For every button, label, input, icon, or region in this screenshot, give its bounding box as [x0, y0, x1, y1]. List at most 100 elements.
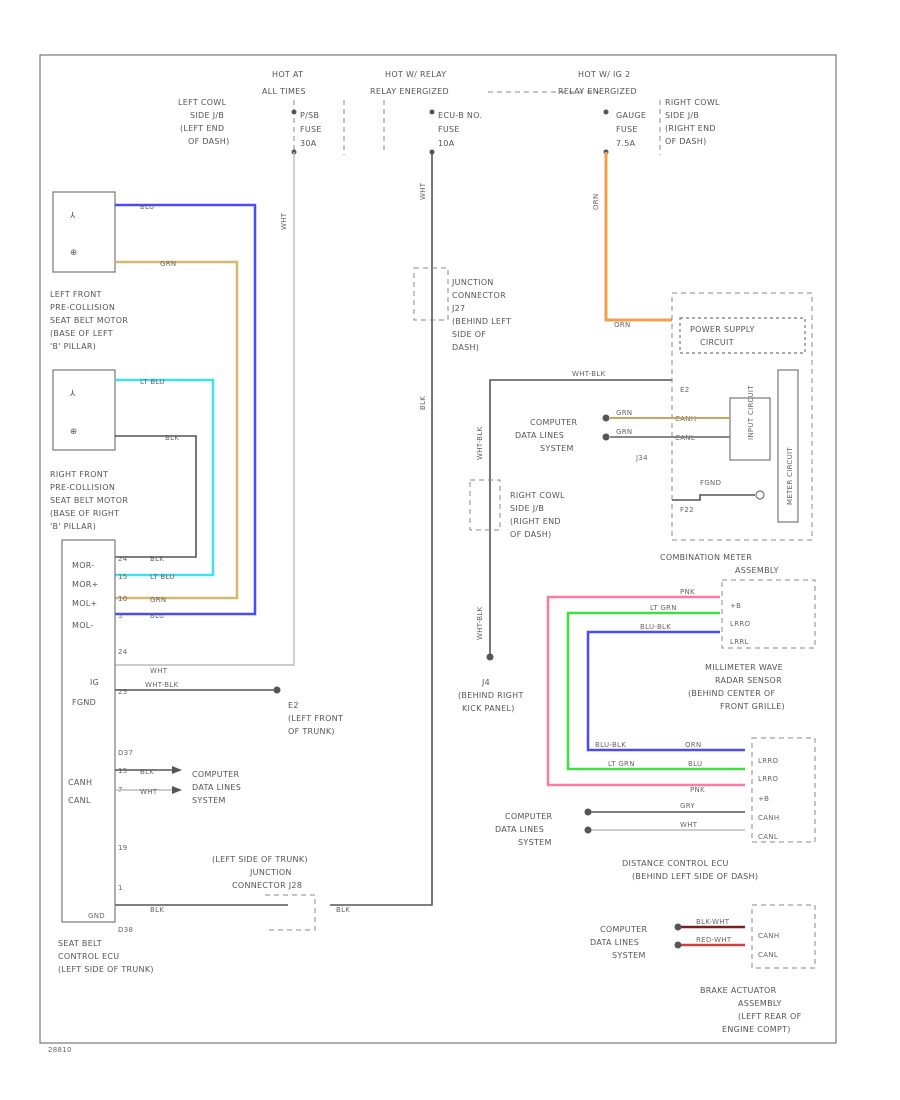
svg-text:GND: GND — [88, 912, 105, 920]
svg-text:(BEHIND LEFT SIDE OF DASH): (BEHIND LEFT SIDE OF DASH) — [632, 872, 758, 881]
fuse-3-name: GAUGE — [616, 111, 646, 120]
millimeter-wave-radar-sensor: +B LRRO LRRL MILLIMETER WAVE RADAR SENSO… — [688, 579, 816, 711]
svg-text:RIGHT COWL: RIGHT COWL — [510, 491, 565, 500]
svg-text:SIDE J/B: SIDE J/B — [665, 111, 699, 120]
svg-text:OF DASH): OF DASH) — [665, 137, 707, 146]
computer-data-lines-2: COMPUTER DATA LINES SYSTEM — [515, 418, 578, 453]
svg-text:WHT: WHT — [280, 212, 288, 230]
svg-text:+B: +B — [758, 795, 769, 803]
svg-text:BRAKE ACTUATOR: BRAKE ACTUATOR — [700, 986, 777, 995]
svg-text:WHT: WHT — [140, 788, 158, 796]
svg-text:LRRO: LRRO — [758, 757, 779, 765]
svg-text:LT BLU: LT BLU — [150, 573, 175, 581]
svg-text:DATA LINES: DATA LINES — [495, 825, 544, 834]
svg-text:SIDE J/B: SIDE J/B — [190, 111, 224, 120]
right-cowl-jb-mid: RIGHT COWL SIDE J/B (RIGHT END OF DASH) — [469, 479, 565, 539]
svg-text:BLU: BLU — [150, 612, 164, 620]
svg-text:COMPUTER: COMPUTER — [530, 418, 578, 427]
svg-text:BLK: BLK — [150, 555, 164, 563]
svg-text:GRN: GRN — [160, 260, 176, 268]
svg-text:BLK: BLK — [165, 434, 179, 442]
svg-text:CANH: CANH — [758, 932, 779, 940]
fuse-3-type: FUSE — [616, 125, 638, 134]
right-cowl-jb-top-label: RIGHT COWL SIDE J/B (RIGHT END OF DASH) — [665, 98, 720, 146]
svg-text:24: 24 — [118, 648, 128, 656]
svg-text:ASSEMBLY: ASSEMBLY — [735, 566, 779, 575]
svg-text:(BASE OF RIGHT: (BASE OF RIGHT — [50, 509, 119, 518]
svg-text:IG: IG — [90, 678, 99, 687]
svg-text:PRE-COLLISION: PRE-COLLISION — [50, 483, 115, 492]
svg-text:D38: D38 — [118, 926, 133, 934]
fuse-1: HOT AT ALL TIMES P/SB FUSE 30A — [262, 70, 345, 155]
svg-text:WHT-BLK: WHT-BLK — [476, 426, 484, 460]
svg-text:COMBINATION METER: COMBINATION METER — [660, 553, 752, 562]
svg-text:WHT-BLK: WHT-BLK — [145, 681, 179, 689]
svg-text:LRRO: LRRO — [758, 775, 779, 783]
svg-text:MOL+: MOL+ — [72, 599, 98, 608]
fuse-2-cond: RELAY ENERGIZED — [370, 87, 449, 96]
svg-text:CONTROL ECU: CONTROL ECU — [58, 952, 119, 961]
svg-text:E2: E2 — [680, 386, 689, 394]
wire-blk-mor — [115, 435, 197, 558]
fuse-1-amp: 30A — [300, 139, 317, 148]
fuse-3-hot: HOT W/ IG 2 — [578, 70, 630, 79]
brake-actuator-assembly: CANH CANL BRAKE ACTUATOR ASSEMBLY (LEFT … — [700, 904, 816, 1034]
svg-text:PNK: PNK — [690, 786, 705, 794]
wire-orn-gauge — [604, 152, 672, 322]
svg-text:ORN: ORN — [592, 193, 600, 210]
svg-text:WHT: WHT — [680, 821, 698, 829]
fuse-3: HOT W/ IG 2 RELAY ENERGIZED GAUGE FUSE 7… — [558, 70, 661, 155]
svg-text:COMPUTER: COMPUTER — [192, 770, 240, 779]
svg-text:'B' PILLAR): 'B' PILLAR) — [50, 522, 96, 531]
svg-text:WHT-BLK: WHT-BLK — [476, 606, 484, 640]
svg-text:RIGHT FRONT: RIGHT FRONT — [50, 470, 108, 479]
footer-code: 28810 — [48, 1046, 72, 1054]
svg-text:CANL: CANL — [68, 796, 91, 805]
wire-pnk-b — [546, 595, 745, 787]
svg-text:LRRO: LRRO — [730, 620, 751, 628]
svg-text:1: 1 — [118, 884, 123, 892]
wire-wht-ig — [115, 152, 295, 666]
svg-text:F22: F22 — [680, 506, 694, 514]
svg-text:LT GRN: LT GRN — [608, 760, 635, 768]
svg-text:(RIGHT END: (RIGHT END — [665, 124, 716, 133]
svg-text:FRONT GRILLE): FRONT GRILLE) — [720, 702, 785, 711]
svg-text:KICK PANEL): KICK PANEL) — [462, 704, 515, 713]
svg-text:COMPUTER: COMPUTER — [600, 925, 648, 934]
svg-text:JUNCTION: JUNCTION — [451, 278, 494, 287]
svg-text:FGND: FGND — [700, 479, 721, 487]
diagram-frame — [39, 54, 837, 1044]
svg-text:19: 19 — [118, 844, 128, 852]
ground-e2-label: E2 (LEFT FRONT OF TRUNK) — [288, 701, 343, 736]
svg-text:(LEFT FRONT: (LEFT FRONT — [288, 714, 343, 723]
svg-text:(BEHIND RIGHT: (BEHIND RIGHT — [458, 691, 524, 700]
svg-text:OF DASH): OF DASH) — [188, 137, 230, 146]
fuse-3-amp: 7.5A — [616, 139, 636, 148]
svg-text:(LEFT SIDE OF TRUNK): (LEFT SIDE OF TRUNK) — [212, 855, 308, 864]
svg-text:15: 15 — [118, 573, 128, 581]
svg-text:⊕: ⊕ — [70, 248, 77, 258]
junction-connector-j27: JUNCTION CONNECTOR J27 (BEHIND LEFT SIDE… — [413, 267, 511, 352]
svg-text:(BEHIND LEFT: (BEHIND LEFT — [452, 317, 511, 326]
fuse-3-cond: RELAY ENERGIZED — [558, 87, 637, 96]
svg-text:J4: J4 — [481, 678, 490, 687]
svg-text:BLK: BLK — [140, 768, 154, 776]
svg-text:GRN: GRN — [616, 428, 632, 436]
svg-text:WHT-BLK: WHT-BLK — [572, 370, 606, 378]
svg-text:ORN: ORN — [614, 321, 631, 329]
svg-text:CONNECTOR J28: CONNECTOR J28 — [232, 881, 302, 890]
svg-text:(RIGHT END: (RIGHT END — [510, 517, 561, 526]
svg-text:ORN: ORN — [685, 741, 702, 749]
svg-text:CIRCUIT: CIRCUIT — [700, 338, 734, 347]
svg-text:LT BLU: LT BLU — [140, 378, 165, 386]
svg-text:(BEHIND CENTER OF: (BEHIND CENTER OF — [688, 689, 775, 698]
svg-text:CANL: CANL — [758, 951, 778, 959]
svg-text:MOL-: MOL- — [72, 621, 94, 630]
svg-text:24: 24 — [118, 555, 128, 563]
combination-meter-assembly: POWER SUPPLY CIRCUIT E2 INPUT CIRCUIT ME… — [635, 292, 813, 575]
svg-text:CANH: CANH — [68, 778, 92, 787]
svg-text:J34: J34 — [635, 454, 648, 462]
svg-text:SEAT BELT: SEAT BELT — [58, 939, 102, 948]
